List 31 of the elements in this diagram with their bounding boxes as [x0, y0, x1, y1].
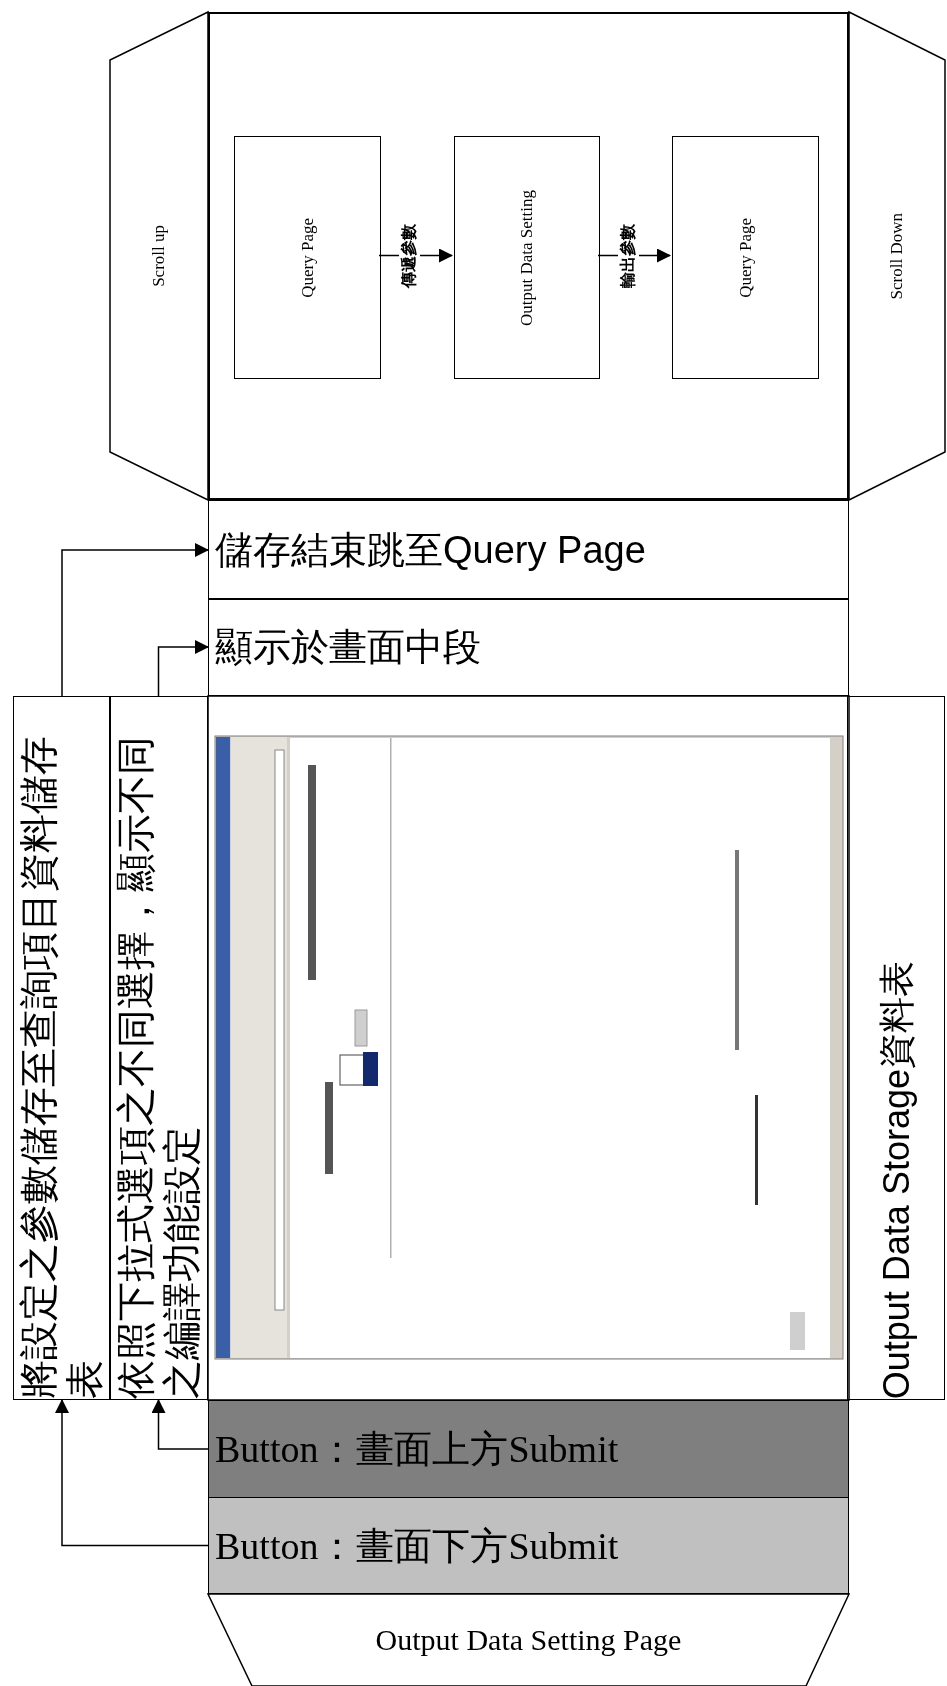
page-box — [234, 136, 381, 379]
title-trapezoid — [208, 1594, 849, 1686]
arrow — [61, 543, 209, 697]
vertical-label: Output Data Setting — [517, 189, 537, 326]
side-panel — [849, 12, 945, 500]
table-band — [847, 696, 945, 1400]
edge-label: 傳遞參數 — [399, 221, 420, 290]
arrow — [157, 640, 209, 697]
process-box — [454, 136, 600, 379]
page-box — [672, 136, 819, 379]
node-label: Button：畫面上方Submit — [214, 1427, 619, 1472]
vertical-label: Output Data Storage資料表 — [874, 960, 918, 1399]
arrow — [151, 1399, 209, 1450]
section-band — [208, 598, 849, 696]
button-band — [208, 1497, 849, 1594]
flow-frame — [208, 12, 849, 500]
node-label: Button：畫面下方Submit — [214, 1523, 619, 1569]
arrow — [55, 1399, 209, 1547]
vertical-label: 依照下拉式選項之不同選擇，顯示不同之編譯功能設定 — [112, 735, 204, 1399]
vertical-label: Scroll Down — [887, 212, 907, 300]
vertical-label: 將設定之參數儲存至查詢項目資料儲存表 — [16, 735, 107, 1399]
node-label: 儲存結束跳至Query Page — [214, 528, 646, 573]
vertical-label: Query Page — [735, 217, 756, 298]
button-band — [208, 1400, 849, 1498]
vertical-label: Query Page — [297, 217, 318, 298]
section-band — [208, 500, 849, 600]
side-panel — [110, 12, 208, 500]
node-label: 顯示於畫面中段 — [214, 625, 481, 670]
vertical-label: Scroll up — [149, 225, 169, 287]
edge-label: 輸出參數 — [617, 221, 639, 290]
node-label: Output Data Setting Page — [375, 1622, 682, 1658]
